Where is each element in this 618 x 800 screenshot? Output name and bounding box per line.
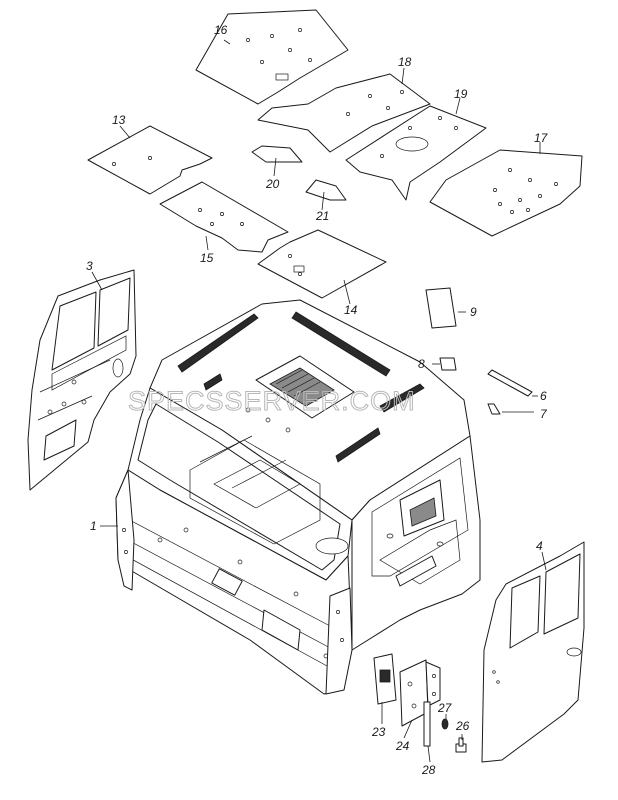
pad-20: [251, 145, 303, 163]
grease-nipple-27: [441, 718, 449, 730]
mat-16: [195, 9, 349, 105]
mat-15: [159, 181, 289, 253]
label-18: 18: [398, 55, 412, 69]
plate-9: [425, 287, 457, 329]
tab-7: [487, 403, 501, 415]
mat-13: [87, 125, 213, 195]
label-27: 27: [437, 701, 453, 715]
label-19: 19: [454, 87, 468, 101]
mat-19: [345, 105, 487, 201]
label-8: 8: [418, 357, 425, 371]
watermark-text: SPECSSERVER.COM: [128, 386, 416, 416]
pin-28: [423, 701, 431, 747]
door-3: [27, 269, 137, 491]
hinge-plate-23: [373, 653, 397, 705]
cab-body-1: [115, 299, 481, 695]
label-6: 6: [540, 389, 547, 403]
label-20: 20: [265, 177, 280, 191]
leader-lines: [91, 39, 547, 763]
mat-18: [257, 73, 431, 153]
strip-6: [487, 369, 533, 397]
label-4: 4: [536, 539, 543, 553]
label-24: 24: [395, 739, 410, 753]
label-23: 23: [371, 725, 386, 739]
pad-21: [305, 179, 347, 201]
label-17: 17: [534, 131, 549, 145]
plate-8: [439, 357, 457, 371]
mat-14: [257, 229, 387, 299]
label-9: 9: [470, 305, 477, 319]
label-26: 26: [455, 719, 470, 733]
label-16: 16: [214, 23, 228, 37]
label-14: 14: [344, 303, 358, 317]
label-28: 28: [421, 763, 436, 777]
label-3: 3: [86, 259, 93, 273]
hinge-24: [399, 659, 441, 727]
label-13: 13: [112, 113, 126, 127]
label-21: 21: [315, 209, 329, 223]
label-15: 15: [200, 251, 214, 265]
mat-17: [429, 149, 583, 237]
door-4: [481, 541, 585, 763]
label-7: 7: [540, 407, 548, 421]
bolt-26: [455, 737, 467, 753]
label-1: 1: [90, 519, 97, 533]
